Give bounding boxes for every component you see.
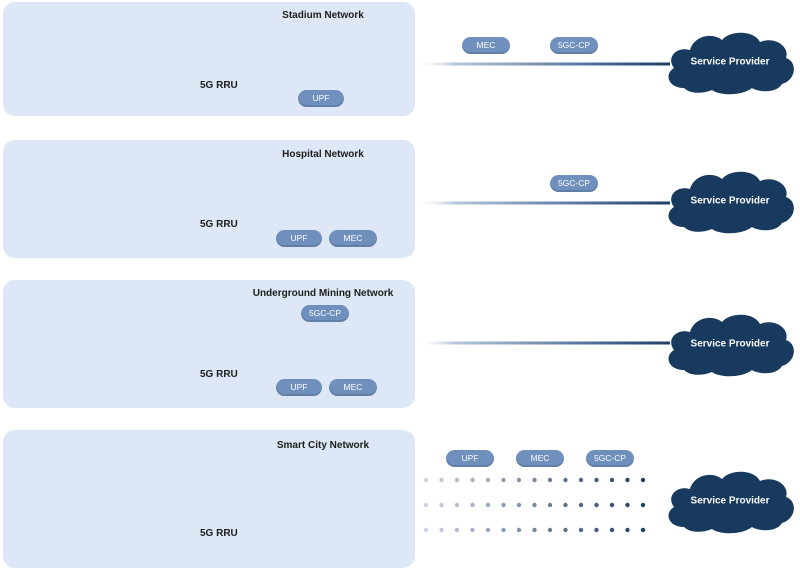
link-dot	[532, 477, 537, 483]
link-dot	[516, 477, 522, 483]
link-dot	[470, 502, 475, 508]
pill-city-link-5gccp: 5GC-CP	[586, 450, 634, 467]
link-dot	[501, 527, 506, 533]
cloud-label-hospital: Service Provider	[690, 195, 770, 207]
link-dot	[423, 502, 429, 508]
link-dot	[532, 502, 537, 508]
cloud-label-smart-city: Service Provider	[690, 495, 770, 507]
link-dot	[594, 502, 599, 508]
link-dot	[625, 527, 630, 533]
link-dot	[454, 477, 460, 483]
panel-title-smart-city: Smart City Network	[276, 440, 370, 451]
pill-stadium-upf: UPF	[298, 90, 344, 107]
link-dot	[625, 502, 630, 508]
panel-title-stadium: Stadium Network	[282, 10, 364, 21]
link-dot	[578, 477, 584, 483]
link-dot	[609, 502, 615, 508]
pill-mining-mec: MEC	[329, 379, 377, 396]
link-line-0	[415, 62, 670, 66]
link-dot	[439, 502, 444, 508]
link-dot	[547, 502, 553, 508]
link-dot	[532, 527, 537, 533]
link-dot	[454, 527, 460, 533]
link-dot	[501, 477, 506, 483]
link-dot	[640, 477, 646, 483]
link-dot	[625, 477, 630, 483]
link-line-1	[415, 201, 670, 205]
link-dot	[578, 502, 584, 508]
cloud-icon	[662, 167, 798, 235]
link-dot	[594, 477, 599, 483]
link-dot	[640, 502, 646, 508]
link-dot	[423, 527, 429, 533]
link-dot	[578, 527, 584, 533]
link-dot	[454, 502, 460, 508]
cloud-label-stadium: Service Provider	[690, 56, 770, 68]
cloud-icon	[662, 310, 798, 378]
rru-label-mining: 5G RRU	[200, 369, 238, 380]
link-dot	[547, 477, 553, 483]
cloud-icon	[662, 28, 798, 96]
rru-label-stadium: 5G RRU	[200, 80, 238, 91]
link-dot	[485, 527, 491, 533]
link-dot	[609, 477, 615, 483]
pill-city-link-mec: MEC	[516, 450, 564, 467]
link-dot	[563, 527, 568, 533]
link-dot	[563, 477, 568, 483]
link-dot	[516, 527, 522, 533]
link-dot	[485, 502, 491, 508]
panel-title-mining: Underground Mining Network	[252, 288, 394, 299]
panel-title-hospital: Hospital Network	[282, 149, 364, 160]
link-dot	[439, 527, 444, 533]
link-dot	[594, 527, 599, 533]
panel-smart-city	[3, 430, 415, 568]
link-dot	[470, 527, 475, 533]
pill-hospital-mec: MEC	[329, 230, 377, 247]
rru-label-smart-city: 5G RRU	[200, 528, 238, 539]
pill-city-link-upf: UPF	[446, 450, 494, 467]
pill-hospital-link-5gccp: 5GC-CP	[550, 175, 598, 192]
rru-label-hospital: 5G RRU	[200, 219, 238, 230]
pill-stadium-link-mec: MEC	[462, 37, 510, 54]
cloud-label-mining: Service Provider	[690, 338, 770, 350]
panel-stadium	[3, 2, 415, 116]
pill-hospital-upf: UPF	[276, 230, 322, 247]
link-dot	[563, 502, 568, 508]
link-dot	[501, 502, 506, 508]
link-dot	[609, 527, 615, 533]
pill-mining-upf: UPF	[276, 379, 322, 396]
link-dot	[470, 477, 475, 483]
link-dot	[439, 477, 444, 483]
link-dot	[547, 527, 553, 533]
link-line-2	[415, 341, 670, 345]
pill-mining-5gccp: 5GC-CP	[301, 305, 349, 322]
link-dot	[640, 527, 646, 533]
link-dot	[423, 477, 429, 483]
cloud-icon	[662, 467, 798, 535]
link-dot	[516, 502, 522, 508]
link-dot	[485, 477, 491, 483]
pill-stadium-link-5gccp: 5GC-CP	[550, 37, 598, 54]
